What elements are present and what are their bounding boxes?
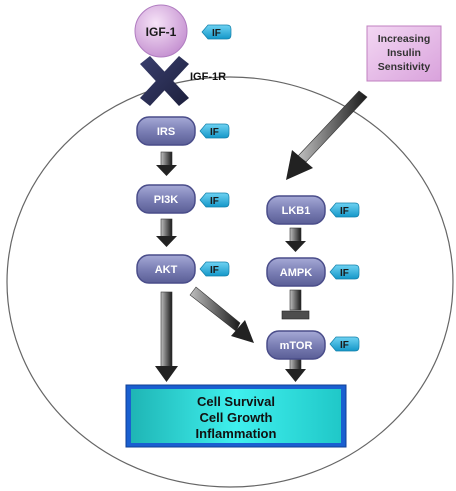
if-badge-label: IF xyxy=(212,28,221,39)
inhibition-ampk-to-mtor xyxy=(281,289,310,320)
arrow-insulin-to-lkb1 xyxy=(286,90,368,180)
insulin-line2: Insulin xyxy=(387,47,421,59)
svg-text:IF: IF xyxy=(340,268,349,279)
akt-label: AKT xyxy=(155,264,178,276)
arrow-lkb1-to-ampk xyxy=(285,227,306,252)
insulin-line3: Sensitivity xyxy=(378,61,431,73)
if-badge-igf1: IF xyxy=(201,24,232,40)
arrow-pi3k-to-akt xyxy=(156,218,177,247)
outcome-line3: Inflammation xyxy=(196,426,277,441)
lkb1-label: LKB1 xyxy=(282,205,311,217)
mtor-label: mTOR xyxy=(280,340,313,352)
igf1-ligand: IGF-1 xyxy=(134,4,188,58)
node-ampk: AMPK xyxy=(266,257,326,287)
outcome-box: Cell Survival Cell Growth Inflammation xyxy=(125,384,347,448)
if-badge-irs: IF xyxy=(199,123,230,139)
pi3k-label: PI3K xyxy=(154,194,179,206)
igf1-label: IGF-1 xyxy=(146,25,177,39)
outcome-line1: Cell Survival xyxy=(197,394,275,409)
svg-text:IF: IF xyxy=(210,265,219,276)
outcome-line2: Cell Growth xyxy=(200,410,273,425)
if-badge-lkb1: IF xyxy=(329,202,360,218)
svg-text:IF: IF xyxy=(210,127,219,138)
arrow-irs-to-pi3k xyxy=(156,151,177,176)
node-pi3k: PI3K xyxy=(136,184,196,214)
node-mtor: mTOR xyxy=(266,330,326,360)
node-akt: AKT xyxy=(136,254,196,284)
insulin-sensitivity-box: Increasing Insulin Sensitivity xyxy=(366,25,442,82)
svg-text:IF: IF xyxy=(340,340,349,351)
node-lkb1: LKB1 xyxy=(266,195,326,225)
insulin-line1: Increasing xyxy=(378,33,431,45)
svg-text:IF: IF xyxy=(210,196,219,207)
if-badge-akt: IF xyxy=(199,261,230,277)
node-irs: IRS xyxy=(136,116,196,146)
cell-membrane xyxy=(6,76,454,488)
arrow-akt-to-outcome xyxy=(155,291,178,382)
if-badge-ampk: IF xyxy=(329,264,360,280)
ampk-label: AMPK xyxy=(280,267,312,279)
svg-text:IF: IF xyxy=(340,206,349,217)
igf1r-label: IGF-1R xyxy=(190,71,226,83)
if-badge-mtor: IF xyxy=(329,336,360,352)
irs-label: IRS xyxy=(157,126,175,138)
if-badge-pi3k: IF xyxy=(199,192,230,208)
arrow-akt-to-mtor xyxy=(189,286,254,343)
igf1r-receptor-icon xyxy=(140,56,189,106)
arrow-mtor-to-outcome xyxy=(285,358,306,382)
